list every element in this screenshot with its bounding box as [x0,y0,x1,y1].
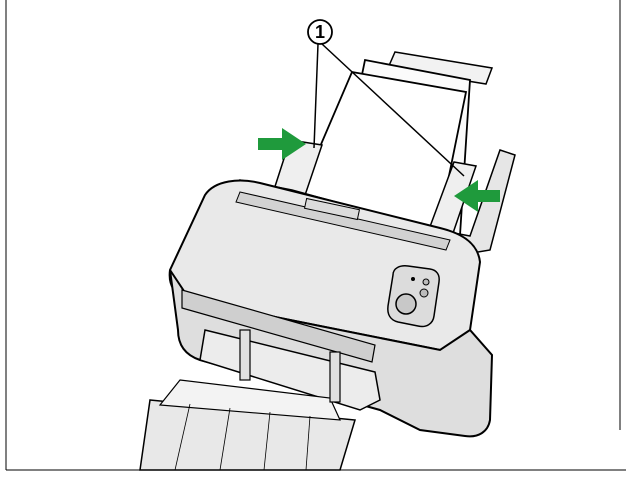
callout-number-icon: 1 [307,19,333,45]
output-tray [139,329,381,471]
callout-leader-lines [313,43,465,177]
right-push-arrow-icon [454,180,500,212]
left-push-arrow-icon [258,128,306,160]
control-panel [387,265,440,328]
callout-label: 1 [315,22,325,42]
